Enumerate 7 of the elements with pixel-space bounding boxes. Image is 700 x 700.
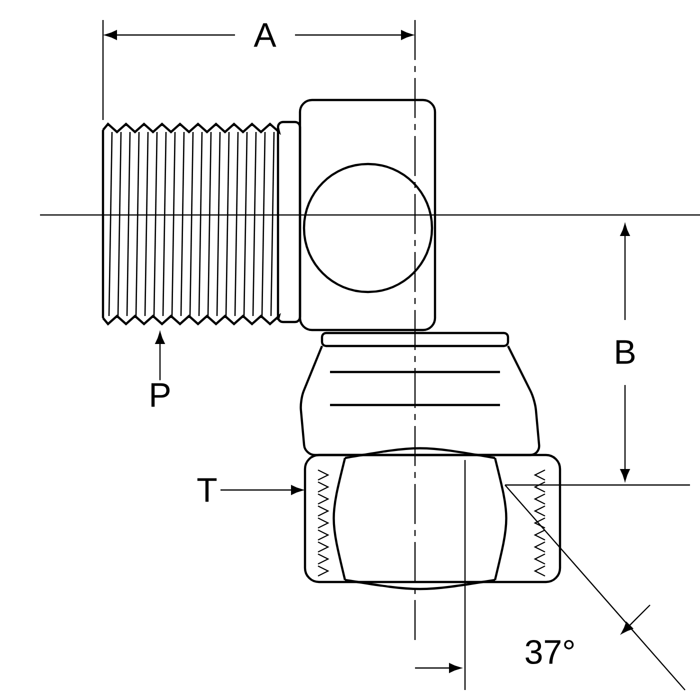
leader-line bbox=[155, 332, 165, 380]
callout-letter: P bbox=[151, 383, 170, 407]
callout-letter: T bbox=[197, 478, 217, 502]
dimension-label: B bbox=[616, 340, 635, 364]
leader-line bbox=[220, 485, 304, 495]
dimension-label: 37° bbox=[526, 640, 574, 664]
dimension-label: A bbox=[254, 23, 276, 47]
